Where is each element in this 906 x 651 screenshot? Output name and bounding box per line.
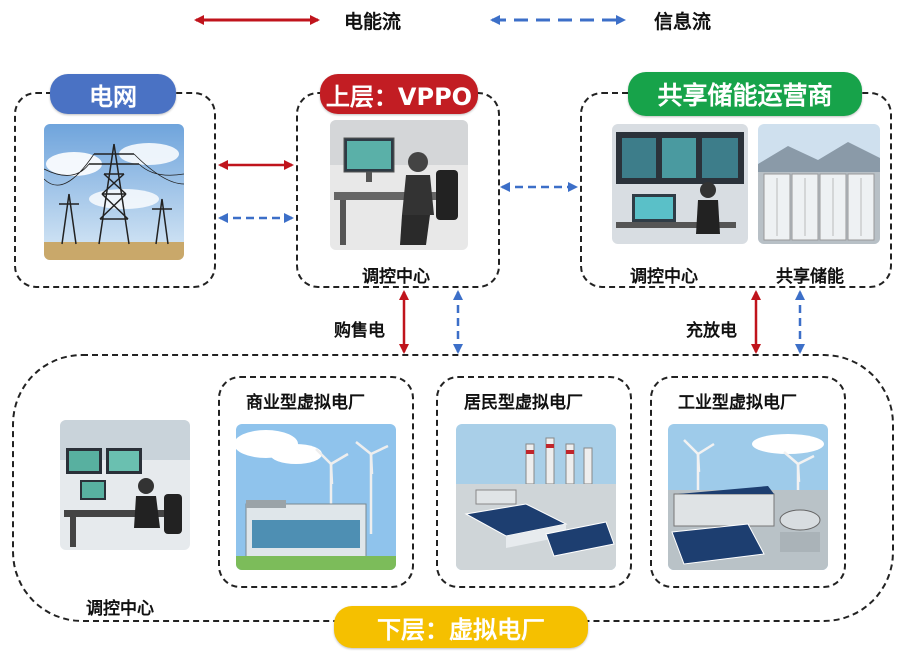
industrial-vpp-image bbox=[668, 424, 828, 570]
lower-control-caption: 调控中心 bbox=[86, 599, 154, 619]
legend-info-label: 信息流 bbox=[654, 11, 712, 33]
lower-title: 下层：虚拟电厂 bbox=[334, 606, 588, 648]
power-tower-image bbox=[44, 124, 184, 260]
residential-vpp-box bbox=[436, 376, 632, 588]
commercial-vpp-image bbox=[236, 424, 396, 570]
storage-control-image bbox=[612, 124, 748, 244]
buy-sell-label: 购售电 bbox=[334, 321, 385, 341]
charge-discharge-label: 充放电 bbox=[686, 321, 737, 341]
storage-title: 共享储能运营商 bbox=[628, 72, 862, 116]
shared-storage-image bbox=[758, 124, 880, 244]
industrial-vpp-label: 工业型虚拟电厂 bbox=[678, 393, 797, 413]
upper-caption: 调控中心 bbox=[362, 267, 430, 287]
industrial-vpp-box bbox=[650, 376, 846, 588]
residential-vpp-image bbox=[456, 424, 616, 570]
upper-title: 上层：VPPO bbox=[320, 74, 478, 114]
residential-vpp-label: 居民型虚拟电厂 bbox=[464, 393, 583, 413]
legend-energy-label: 电能流 bbox=[344, 11, 402, 33]
storage-control-caption: 调控中心 bbox=[630, 267, 698, 287]
shared-storage-caption: 共享储能 bbox=[776, 267, 844, 287]
control-center-image bbox=[330, 120, 468, 250]
commercial-vpp-box bbox=[218, 376, 414, 588]
commercial-vpp-label: 商业型虚拟电厂 bbox=[246, 393, 365, 413]
grid-title: 电网 bbox=[50, 74, 176, 114]
lower-control-image bbox=[60, 420, 190, 550]
